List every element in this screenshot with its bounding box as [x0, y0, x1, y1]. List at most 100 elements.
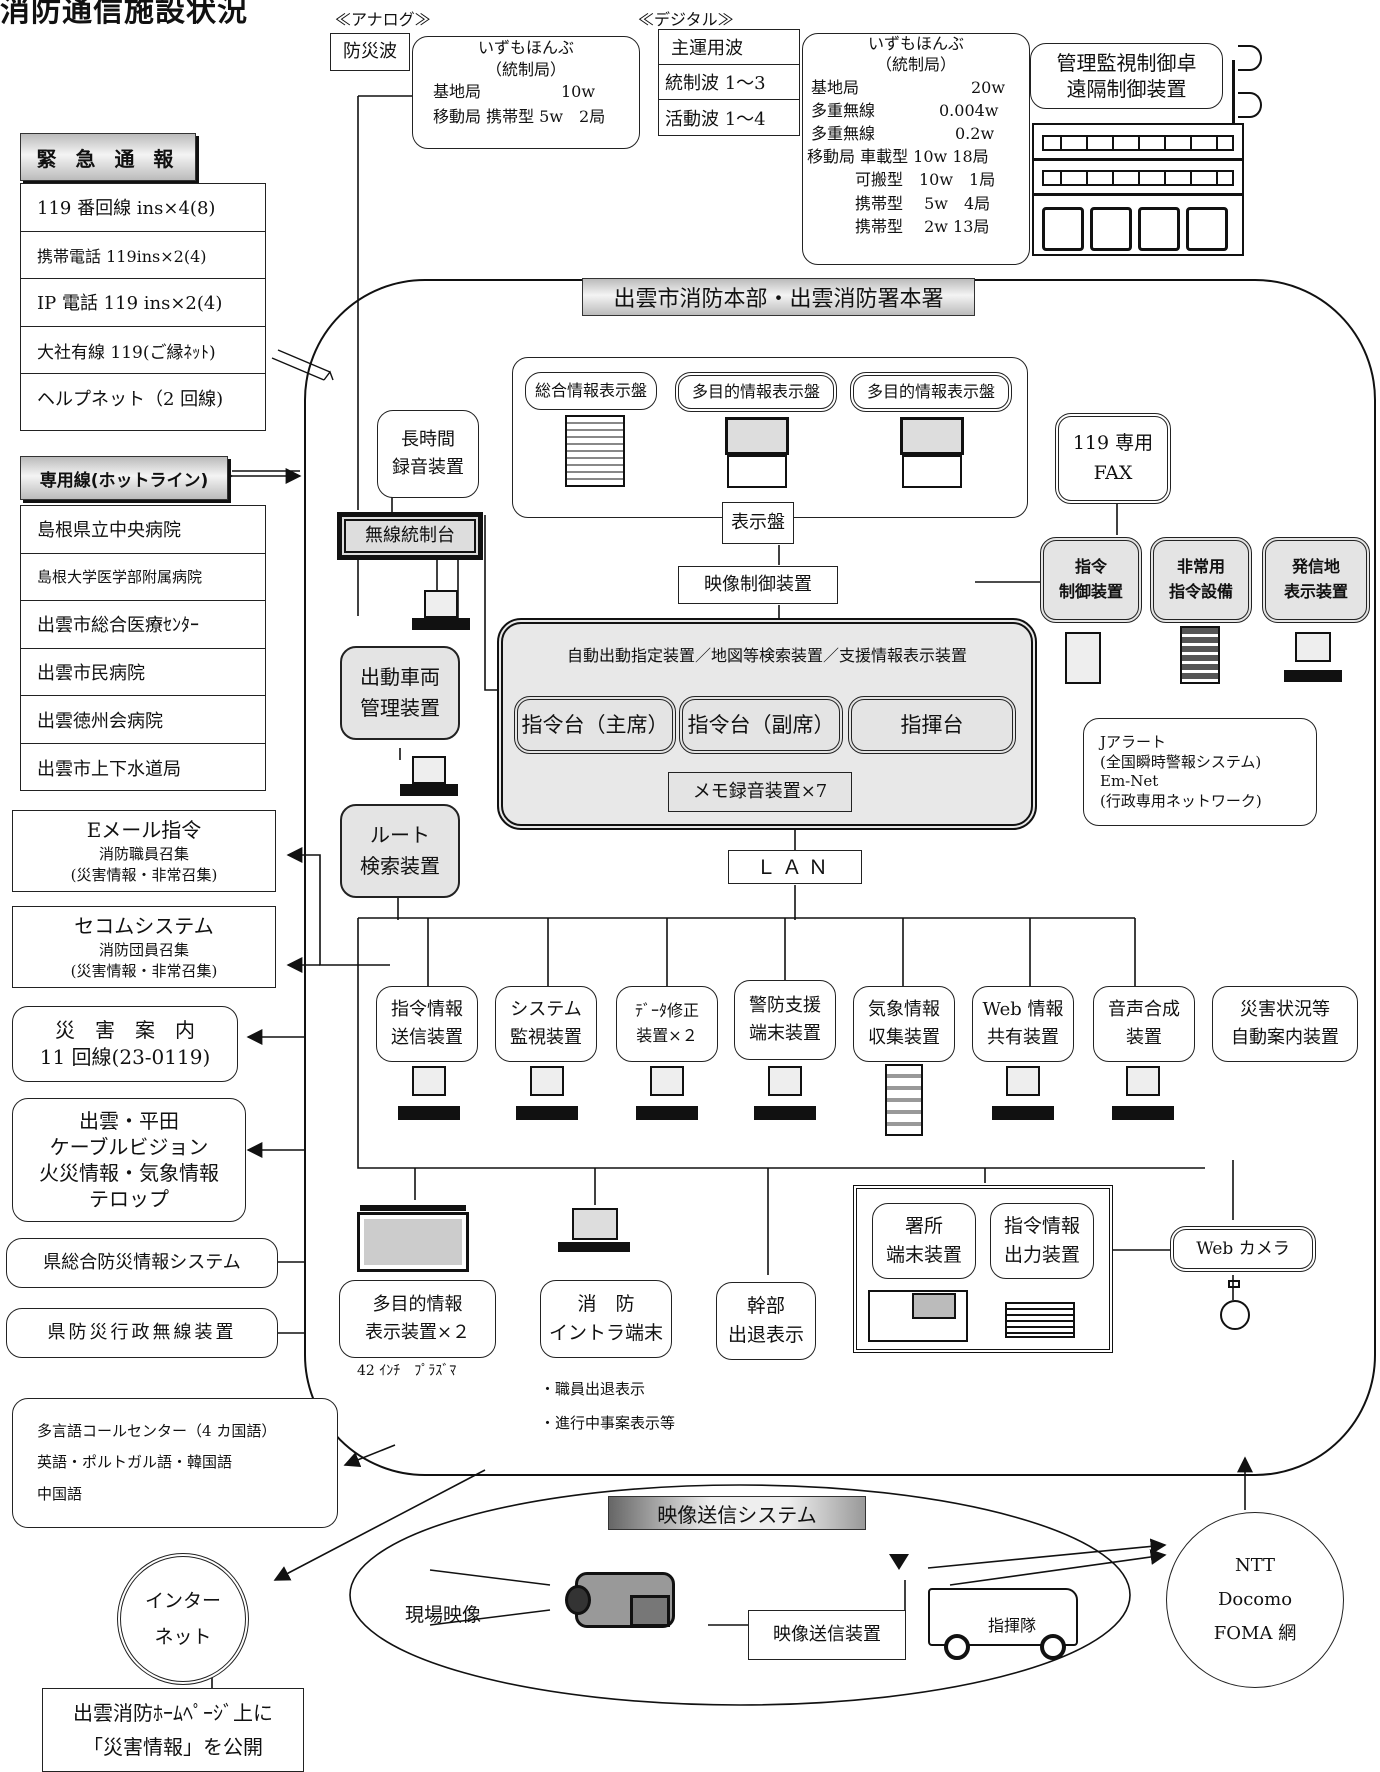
- display-panel-label: 表示盤: [722, 502, 794, 544]
- multilingual-line: 英語・ポルトガル語・韓国語: [37, 1453, 233, 1472]
- station-frame: [853, 1185, 1113, 1353]
- cabinet-icon: [902, 455, 962, 488]
- hotline-item: 出雲市総合医療ｾﾝﾀｰ: [21, 601, 265, 649]
- internet-node: インター ネット: [117, 1553, 249, 1685]
- plasma-display-icon: [357, 1212, 469, 1272]
- cmd-output-label: 指令情報 出力装置: [990, 1203, 1094, 1279]
- server-rack-icon: [565, 415, 625, 487]
- auto-dispatch-label: 自動出動指定装置／地図等検索装置／支援情報表示装置: [566, 646, 967, 665]
- keyboard-icon: [412, 618, 470, 630]
- memo-recorder-label: メモ録音装置×7: [668, 772, 852, 812]
- computer-icon: [412, 756, 446, 784]
- emergency-item: 携帯電話 119ins×2(4): [21, 232, 265, 280]
- building-icon: [1032, 123, 1244, 256]
- computer-icon: [1006, 1066, 1040, 1096]
- lan-device-voice: 音声合成 装置: [1093, 986, 1195, 1062]
- digital-line-6: 携帯型 5w 4局: [807, 193, 991, 213]
- lan-device-sys-monitor: システム 監視装置: [495, 986, 597, 1062]
- route-search-label: ルート 検索装置: [340, 804, 460, 898]
- server-icon: [1180, 626, 1220, 684]
- computer-icon: [530, 1066, 564, 1096]
- analog-station: いずもほんぶ （統制局） 基地局 10w 移動局 携帯型 5w 2局: [412, 36, 640, 149]
- computer-icon: [650, 1066, 684, 1096]
- command-unit-label: 指揮隊: [988, 1616, 1037, 1635]
- digital-line-7: 携帯型 2w 13局: [807, 216, 990, 236]
- secom-line: (災害情報・非常召集): [70, 961, 218, 980]
- wave-main: 主運用波: [659, 30, 799, 65]
- hotline-item: 出雲徳州会病院: [21, 696, 265, 744]
- sougou-display-label: 総合情報表示盤: [525, 372, 657, 410]
- terminal-screen-icon: [912, 1293, 956, 1319]
- page-title: 消防通信施設状況: [0, 0, 248, 29]
- camera-screen-icon: [630, 1595, 670, 1627]
- speaker-icon: [1238, 92, 1262, 118]
- hotline-header: 専用線(ホットライン): [20, 456, 228, 500]
- printer-icon: [1005, 1302, 1075, 1338]
- digital-station: いずもほんぶ （統制局） 基地局 20w 多重無線 0.004w 多重無線 0.…: [802, 33, 1030, 265]
- bousai-wave-label: 防災波: [343, 41, 397, 63]
- digital-line-4: 移動局 車載型 10w 18局: [807, 147, 989, 167]
- antenna-icon: [889, 1554, 909, 1570]
- emergency-list: 119 番回線 ins×4(8) 携帯電話 119ins×2(4) IP 電話 …: [20, 183, 266, 431]
- digital-station-title: いずもほんぶ （統制局）: [867, 34, 964, 74]
- station-terminal-label: 署所 端末装置: [872, 1203, 976, 1279]
- digital-line-2: 多重無線 0.004w: [811, 100, 999, 120]
- computer-icon: [1295, 632, 1331, 662]
- multilingual-box: 多言語コールセンター（4 カ国語） 英語・ポルトガル語・韓国語 中国語: [12, 1398, 338, 1528]
- emergency-item: 119 番回線 ins×4(8): [21, 184, 265, 232]
- analog-tag: ≪アナログ≫: [335, 10, 431, 29]
- multi-display-1-label: 多目的情報表示盤: [675, 372, 837, 412]
- command-ctrl-label: 指令 制御装置: [1040, 537, 1142, 623]
- digital-waves: 主運用波 統制波 1〜3 活動波 1〜4: [658, 29, 800, 136]
- monitor-cabinet-icon: [900, 417, 964, 455]
- video-control-label: 映像制御装置: [678, 566, 838, 604]
- cable-vision-box: 出雲・平田 ケーブルビジョン 火災情報・気象情報 テロップ: [12, 1098, 246, 1222]
- emergency-item: 大社有線 119(ご縁ﾈｯﾄ): [21, 327, 265, 375]
- email-dispatch-box: Eメール指令 消防職員召集 (災害情報・非常召集): [12, 810, 276, 892]
- multilingual-line: 多言語コールセンター（4 カ国語）: [37, 1421, 277, 1440]
- video-transmitter-label: 映像送信装置: [748, 1610, 906, 1660]
- digital-line-3: 多重無線 0.2w: [811, 123, 995, 143]
- server-icon: [1065, 632, 1101, 684]
- plasma-display-top: [360, 1205, 466, 1211]
- lan-device-web-share: Web 情報 共有装置: [972, 986, 1074, 1062]
- multi-display-2-label: 多目的情報表示盤: [850, 372, 1012, 412]
- computer-icon: [424, 590, 458, 618]
- disaster-guide-box: 災 害 案 内 11 回線(23-0119): [12, 1006, 238, 1082]
- emergency-header: 緊 急 通 報: [20, 133, 196, 181]
- multi-display-x2-label: 多目的情報 表示装置×２: [339, 1280, 496, 1358]
- hotline-item: 出雲市上下水道局: [37, 758, 181, 780]
- foma-network-node: NTT Docomo FOMA 網: [1166, 1512, 1344, 1688]
- email-line: 消防職員召集: [98, 845, 189, 864]
- pref-radio-box: 県防災行政無線装置: [6, 1308, 278, 1358]
- keyboard-icon: [516, 1106, 578, 1120]
- camera-mount-icon: [1228, 1280, 1240, 1288]
- remote-console-label: 管理監視制御卓 遠隔制御装置: [1030, 43, 1223, 109]
- cabinet-icon: [727, 455, 787, 488]
- digital-line-5: 可搬型 10w 1局: [807, 170, 996, 190]
- intranet-label: 消 防 イントラ端末: [540, 1280, 672, 1358]
- keyboard-icon: [398, 1106, 460, 1120]
- keyboard-icon: [400, 784, 458, 796]
- email-title: Eメール指令: [86, 818, 202, 843]
- laptop-base-icon: [558, 1242, 630, 1252]
- console-sub-label: 指令台（副席）: [679, 696, 843, 754]
- intranet-note: ・進行中事案表示等: [540, 1414, 676, 1432]
- keyboard-icon: [1112, 1106, 1174, 1120]
- lan-device-data-fix: ﾃﾞｰﾀ修正 装置×２: [616, 986, 718, 1062]
- lan-label: ＬＡＮ: [728, 850, 862, 884]
- homepage-box: 出雲消防ﾎｰﾑﾍﾟｰｼﾞ上に 「災害情報」を公開: [42, 1688, 304, 1772]
- jalert-box: Jアラート (全国瞬時警報システム) Em-Net (行政専用ネットワーク): [1083, 718, 1317, 826]
- digital-tag: ≪デジタル≫: [638, 10, 734, 29]
- weather-rack-icon: [885, 1064, 923, 1136]
- wheel-icon: [944, 1634, 970, 1660]
- radio-console-label: 無線統制台: [337, 512, 483, 560]
- wheel-icon: [1040, 1634, 1066, 1660]
- pref-disaster-info-box: 県総合防災情報システム: [6, 1238, 278, 1288]
- scene-video-label: 現場映像: [405, 1604, 482, 1626]
- laptop-screen-icon: [572, 1208, 618, 1240]
- auto-guide-label: 災害状況等 自動案内装置: [1212, 986, 1358, 1062]
- lan-device-cmd-send: 指令情報 送信装置: [376, 986, 478, 1062]
- officer-display-label: 幹部 出退表示: [716, 1282, 816, 1360]
- web-camera-label: Web カメラ: [1170, 1226, 1316, 1272]
